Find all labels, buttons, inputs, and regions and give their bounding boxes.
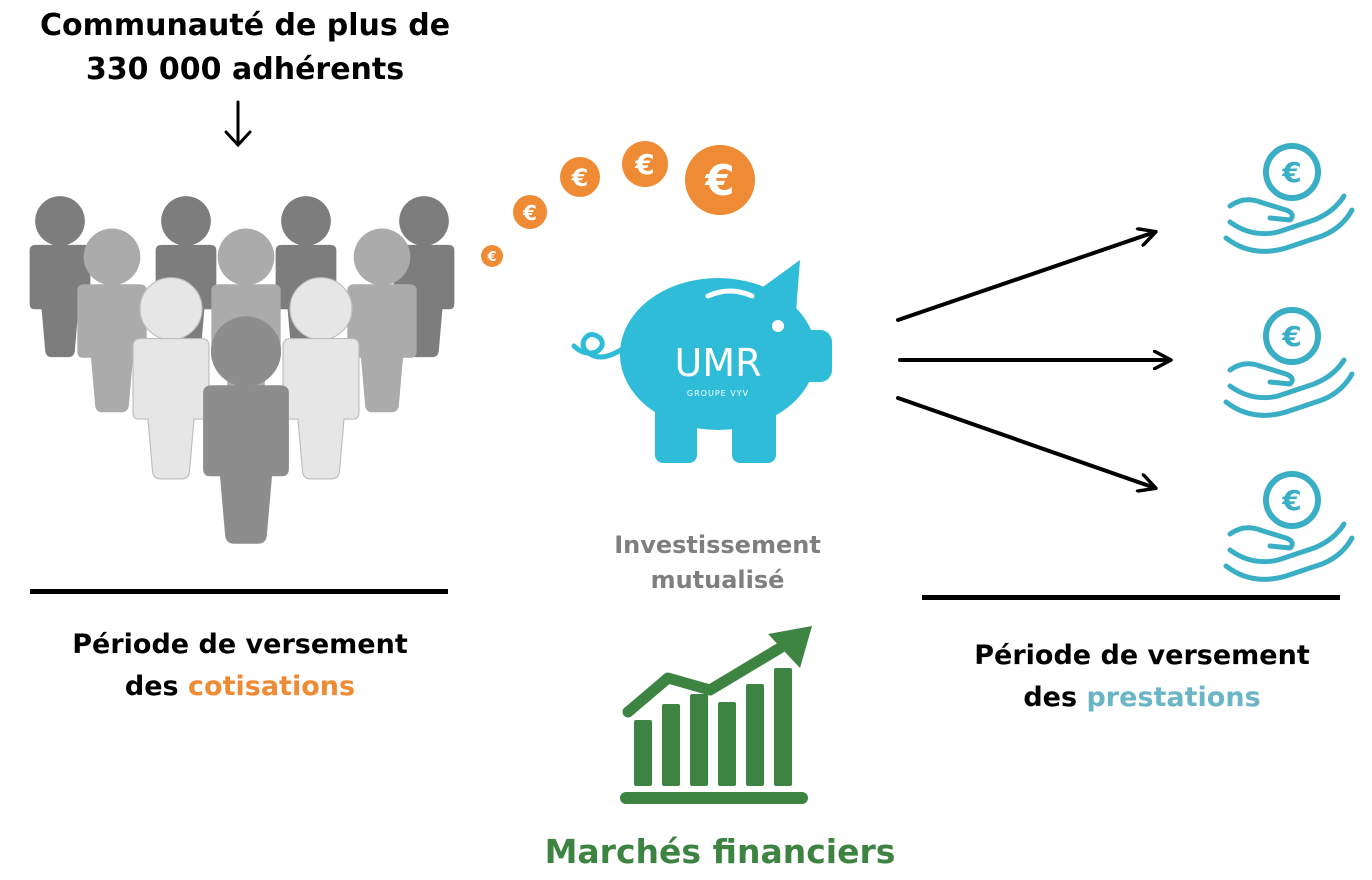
piggy-bank-icon: UMR GROUPE VYV	[571, 260, 832, 463]
left-caption-highlight: cotisations	[188, 671, 356, 702]
left-caption: Période de versement des cotisations	[30, 624, 450, 708]
headline-line-1: Communauté de plus de	[39, 8, 451, 43]
euro-coin-icon: €	[622, 141, 668, 187]
euro-coin-icon: €	[685, 145, 755, 215]
growth-chart-icon	[620, 626, 812, 804]
headline: Communauté de plus de 330 000 adhérents	[20, 4, 470, 92]
investment-line-2: mutualisé	[650, 566, 785, 594]
right-caption-prefix: des	[1023, 682, 1087, 713]
investment-label: Investissement mutualisé	[590, 528, 845, 598]
svg-text:€: €	[704, 156, 734, 205]
right-caption-line-1: Période de versement	[974, 640, 1310, 671]
euro-coin-icon: €	[513, 195, 547, 229]
payout-arrows	[896, 232, 1170, 488]
svg-text:€: €	[634, 148, 654, 181]
headline-line-2: 330 000 adhérents	[85, 52, 405, 87]
svg-text:€: €	[571, 164, 589, 192]
left-baseline	[30, 589, 448, 594]
euro-coin-icon: €	[481, 245, 503, 267]
arrow-icon	[896, 396, 1155, 488]
left-caption-line-2: des cotisations	[30, 666, 450, 708]
people-crowd-icon	[29, 196, 455, 544]
right-caption: Période de versement des prestations	[932, 635, 1352, 719]
hand-holding-euro-icon	[1226, 310, 1352, 415]
hand-holding-euro-icon	[1226, 474, 1352, 579]
piggy-logo: UMR	[674, 341, 761, 385]
hand-holding-euro-icon	[1226, 146, 1352, 251]
euro-coin-icon: €	[560, 157, 600, 197]
right-caption-highlight: prestations	[1086, 682, 1261, 713]
down-arrow-icon	[224, 100, 252, 148]
arrow-icon	[896, 232, 1155, 322]
right-baseline	[922, 595, 1340, 600]
markets-label: Marchés financiers	[544, 832, 896, 871]
right-caption-line-2: des prestations	[932, 677, 1352, 719]
left-caption-prefix: des	[124, 671, 189, 702]
svg-text:€: €	[522, 201, 537, 225]
euro-coins: € € € € €	[481, 141, 755, 267]
svg-text:€: €	[486, 250, 496, 265]
investment-line-1: Investissement	[614, 531, 821, 559]
left-caption-line-1: Période de versement	[72, 629, 408, 660]
piggy-logo-sub: GROUPE VYV	[687, 389, 749, 398]
